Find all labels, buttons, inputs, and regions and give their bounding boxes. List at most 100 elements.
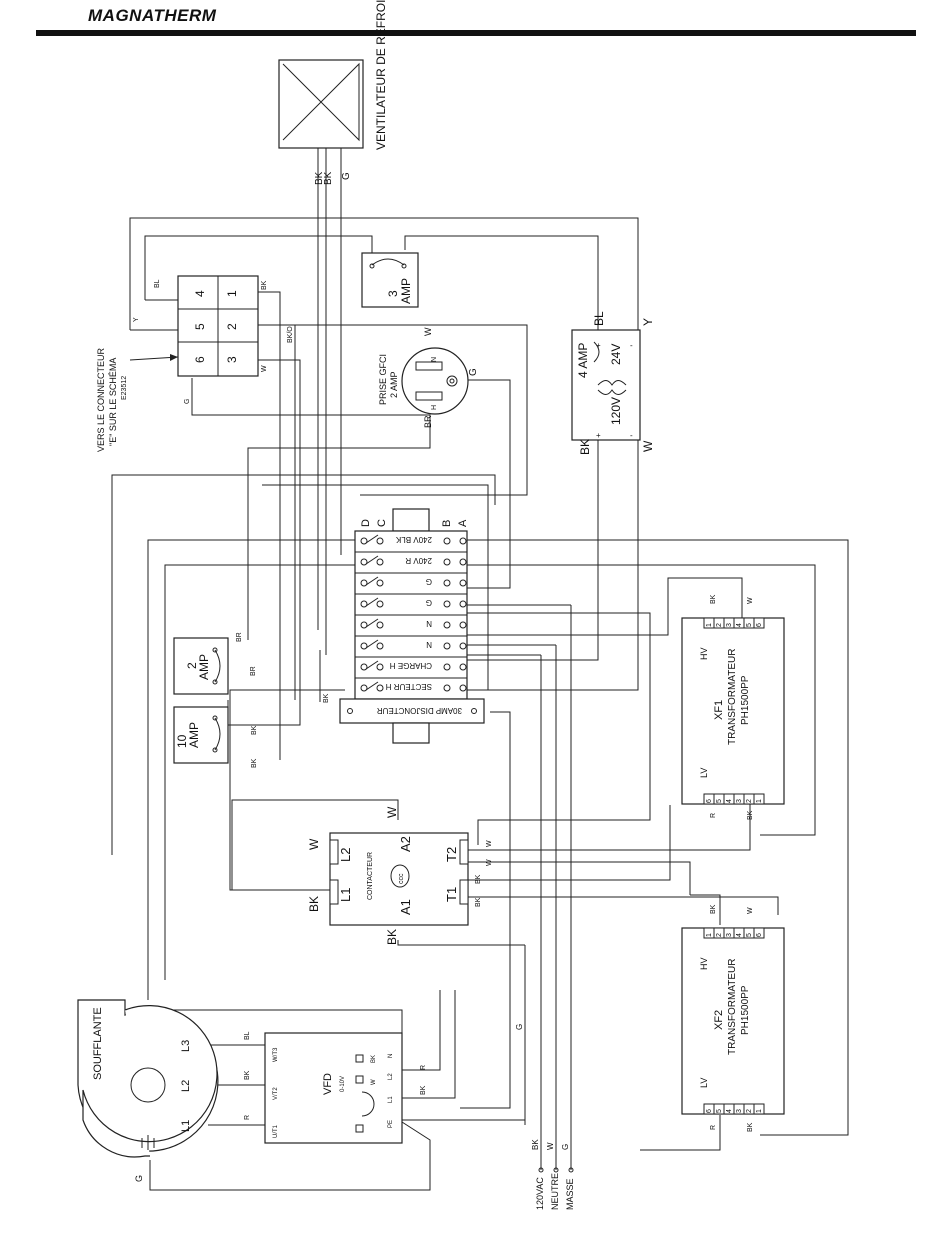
supply-wire-g: G <box>561 1144 570 1150</box>
terminal-row-label: CHARGE H <box>390 661 432 670</box>
terminal-screw <box>360 684 368 692</box>
ctrl-wire-y: Y <box>641 318 655 326</box>
xf1-lv: LV <box>699 768 709 778</box>
fan-wire-bk1: BK <box>314 171 325 185</box>
terminal-jumper <box>365 618 379 628</box>
xf2-wire-w: W <box>747 907 754 914</box>
blower: SOUFFLANTE L3 L2 L1 G <box>77 999 219 1182</box>
gfci-outlet: PRISE GFCI 2 AMP N H G W BR <box>378 327 479 428</box>
gfci-label-line2: 2 AMP <box>389 371 399 398</box>
terminal-jumper <box>365 555 379 565</box>
fuse-10a-value: 10 <box>175 734 189 748</box>
blower-phase-l1: L1 <box>180 1120 192 1132</box>
xf1-wire-bk2: BK <box>747 810 754 820</box>
pin-number: 5 <box>716 1109 723 1113</box>
ctrl-fuse-label: 4 AMP <box>576 343 590 378</box>
junction-wire-w: W <box>261 365 268 372</box>
terminal-screw <box>459 537 467 545</box>
contactor: CONTACTEUR ccc L2 L1 A2 A1 T2 T1 W BK W … <box>307 806 493 945</box>
pin-cell <box>753 1103 765 1115</box>
xf1-model: PH1500PP <box>740 675 751 725</box>
contactor-label: CONTACTEUR <box>367 852 374 900</box>
breaker-label: 30AMP DISJONCTEUR <box>377 706 462 715</box>
pin-number: 3 <box>736 799 743 803</box>
blower-label: SOUFFLANTE <box>92 1007 104 1080</box>
terminal-screw <box>376 663 384 671</box>
fuse-2a-wire1: BR <box>236 632 243 642</box>
vfd-wire-bl: BL <box>244 1031 251 1040</box>
terminal-screw <box>376 684 384 692</box>
fan-wire-g: G <box>341 172 352 180</box>
pin-number: 6 <box>706 1109 713 1113</box>
contactor-wire-l1: BK <box>307 896 321 912</box>
pin-number: 1 <box>706 623 713 627</box>
terminal-row-label: G <box>426 598 432 607</box>
junction-wire-bk: BK <box>261 280 268 290</box>
terminal-row-label: 240V R <box>405 556 432 565</box>
contactor-wire-l2: W <box>307 838 321 850</box>
fuse-2a: 2 AMP BR BR <box>173 632 257 695</box>
fuse-10a-wire2: BK <box>251 758 258 768</box>
terminal-screw <box>443 663 451 671</box>
fan-wire-bk2: BK <box>323 171 334 185</box>
blower-phase-l3: L3 <box>180 1040 192 1052</box>
xf1-hv: HV <box>699 647 709 660</box>
pin-cell <box>753 793 765 805</box>
pin-number: 1 <box>706 933 713 937</box>
supply-wire-bk: BK <box>531 1139 540 1150</box>
pin-number: 6 <box>756 623 763 627</box>
connector-note-line2: "E" SUR LE SCHÉMA <box>108 358 118 446</box>
contactor-wire-t2b: W <box>486 859 493 866</box>
xf2-wire-r: R <box>710 1125 717 1130</box>
contactor-coil: ccc <box>398 873 405 884</box>
pin-cell <box>753 927 765 939</box>
xf2-lv: LV <box>699 1078 709 1088</box>
terminal-screw <box>459 663 467 671</box>
xf2-hv: HV <box>699 957 709 970</box>
ctrl-wire-bl: BL <box>592 311 606 326</box>
pin-number: 4 <box>726 799 733 803</box>
terminal-screw <box>443 558 451 566</box>
terminal-screw <box>360 663 368 671</box>
terminal-col-c: C <box>376 519 388 527</box>
fuse-3a: 3 AMP <box>361 252 419 308</box>
terminal-screw <box>360 600 368 608</box>
junction-terminal-5: 5 <box>193 323 207 330</box>
pin-number: 5 <box>746 933 753 937</box>
connector-note-line1: VERS LE CONNECTEUR <box>96 347 106 452</box>
terminal-screw <box>360 621 368 629</box>
vfd-wire-bk: BK <box>244 1070 251 1080</box>
terminal-screw <box>459 558 467 566</box>
vfd-out-u: U/T1 <box>273 1124 279 1138</box>
terminal-row-label: 240V BLK <box>395 535 432 544</box>
fan-label: VENTILATEUR DE REFROIDISSEMENT <box>374 0 388 150</box>
junction-terminal-4: 4 <box>193 290 207 297</box>
pin-number: 2 <box>746 1109 753 1113</box>
gfci-wire-w: W <box>423 327 433 336</box>
header-rule <box>36 30 916 36</box>
pin-number: 6 <box>756 933 763 937</box>
pin-number: 4 <box>736 623 743 627</box>
terminal-screw <box>443 642 451 650</box>
junction-block: 4 1 5 2 6 3 BL BK Y BK/O W G VERS LE CON… <box>96 275 294 452</box>
terminal-row-label: N <box>426 619 432 628</box>
terminal-screw <box>360 642 368 650</box>
junction-wire-g: G <box>184 399 191 404</box>
gfci-pin-n: N <box>431 357 438 362</box>
terminal-screw <box>443 537 451 545</box>
fuse-10a-unit: AMP <box>187 722 201 748</box>
fuse-10a: 10 AMP BK BK BK <box>173 693 330 768</box>
contactor-a1: A1 <box>398 899 413 915</box>
page-header: MAGNATHERM <box>0 0 950 40</box>
supply-label-120vac: 120VAC <box>535 1177 545 1210</box>
gfci-wire-br: BR <box>423 415 433 428</box>
contactor-wire-t2a: W <box>486 840 493 847</box>
pin-number: 3 <box>726 623 733 627</box>
pin-number: 3 <box>736 1109 743 1113</box>
gfci-label-line1: PRISE GFCI <box>378 354 388 405</box>
